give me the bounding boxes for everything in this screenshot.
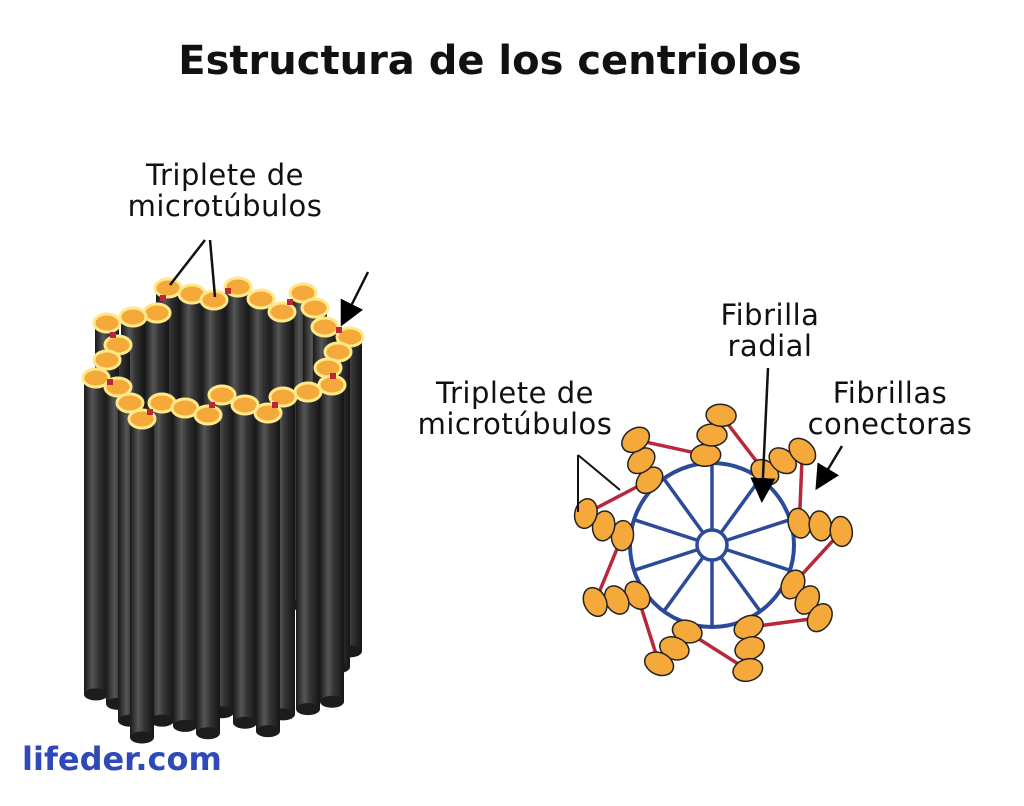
connector-fibril	[287, 299, 293, 305]
radial-fibril	[633, 547, 699, 573]
microtubule-section	[643, 651, 675, 677]
connector-fibril	[336, 327, 342, 333]
arrow-radial	[750, 367, 776, 503]
microtubule-top	[300, 297, 330, 319]
centriole-cylinder	[81, 276, 365, 744]
microtubule-top	[310, 316, 340, 338]
pointer-line	[169, 239, 206, 286]
microtubule-top	[223, 276, 253, 298]
microtubule-top	[115, 392, 145, 414]
microtubule-top	[268, 386, 298, 408]
microtubule-top	[293, 381, 323, 403]
arrow-connector	[340, 271, 370, 327]
microtubule	[84, 378, 108, 695]
label-connector-fibrils: Fibrillas conectoras	[790, 378, 990, 440]
microtubule-bottom	[130, 731, 154, 744]
microtubule-bottom	[296, 703, 320, 716]
microtubule-bottom	[233, 716, 257, 729]
connector-fibril	[110, 332, 116, 338]
connector-fibril	[209, 402, 215, 408]
microtubule-section	[829, 515, 854, 548]
radial-fibril	[719, 556, 762, 613]
microtubule	[256, 413, 280, 732]
radial-fibril	[662, 477, 705, 534]
label-line: microtúbulos	[127, 189, 323, 223]
microtubule-bottom	[320, 695, 344, 708]
brand-logo[interactable]: lifeder.com	[22, 740, 222, 778]
connector-fibril	[160, 295, 166, 301]
label-line: Triplete de	[146, 158, 304, 192]
microtubule	[296, 392, 320, 710]
microtubule-bottom	[256, 725, 280, 738]
microtubule-bottom	[150, 714, 174, 727]
microtubule-top	[142, 302, 172, 324]
connector-fibril	[272, 402, 278, 408]
radial-fibril	[662, 556, 705, 613]
microtubule-bottom	[173, 719, 197, 732]
page-title: Estructura de los centriolos	[178, 38, 802, 84]
microtubule-section	[582, 586, 608, 618]
microtubule	[130, 419, 154, 738]
microtubule-top	[246, 288, 276, 310]
connector-fibril	[330, 373, 336, 379]
microtubule-top	[92, 312, 122, 334]
label-line: conectoras	[807, 407, 973, 441]
arrow-connector	[815, 445, 844, 491]
microtubule	[196, 415, 220, 734]
radial-fibril	[719, 477, 762, 534]
microtubule-top	[153, 277, 183, 299]
microtubule	[233, 405, 257, 723]
microtubule	[320, 385, 344, 702]
label-line: Fibrillas	[832, 376, 948, 410]
label-line: Fibrilla	[720, 298, 820, 332]
microtubule-top	[335, 326, 365, 348]
label-line: radial	[727, 329, 813, 363]
label-right-triplet: Triplete de microtúbulos	[395, 378, 635, 440]
microtubule-section	[705, 403, 737, 428]
microtubule-section	[573, 497, 598, 530]
microtubule-section	[696, 423, 728, 447]
label-left-triplet: Triplete de microtúbulos	[105, 160, 345, 222]
pointer-line	[208, 239, 217, 298]
label-line: Triplete de	[436, 376, 594, 410]
label-radial-fibril: Fibrilla radial	[690, 300, 850, 362]
microtubule-section	[788, 437, 817, 466]
connector-fibril	[147, 409, 153, 415]
radial-fibril	[633, 517, 699, 543]
microtubule-top	[81, 367, 111, 389]
microtubule-top	[118, 306, 148, 328]
microtubule-top	[92, 349, 122, 371]
cross-section	[573, 403, 854, 683]
microtubule-section	[806, 603, 833, 633]
microtubule-section	[621, 426, 651, 454]
microtubule-section	[808, 510, 833, 542]
microtubule-top	[313, 357, 343, 379]
microtubule-top	[267, 301, 297, 323]
microtubule-top	[207, 384, 237, 406]
connector-fibril	[225, 288, 231, 294]
microtubule-bottom	[196, 727, 220, 740]
radial-fibril	[725, 517, 791, 543]
label-line: microtúbulos	[417, 407, 613, 441]
microtubule-top	[193, 404, 223, 426]
radial-fibril	[725, 547, 791, 573]
microtubule	[173, 408, 197, 726]
microtubule-bottom	[84, 688, 108, 701]
microtubule-top	[253, 402, 283, 424]
microtubule-top	[230, 394, 260, 416]
microtubule-top	[288, 282, 318, 304]
central-hub	[695, 528, 729, 562]
microtubule-section	[732, 657, 764, 683]
connector-fibril	[107, 379, 113, 385]
pointer-line	[577, 454, 621, 491]
